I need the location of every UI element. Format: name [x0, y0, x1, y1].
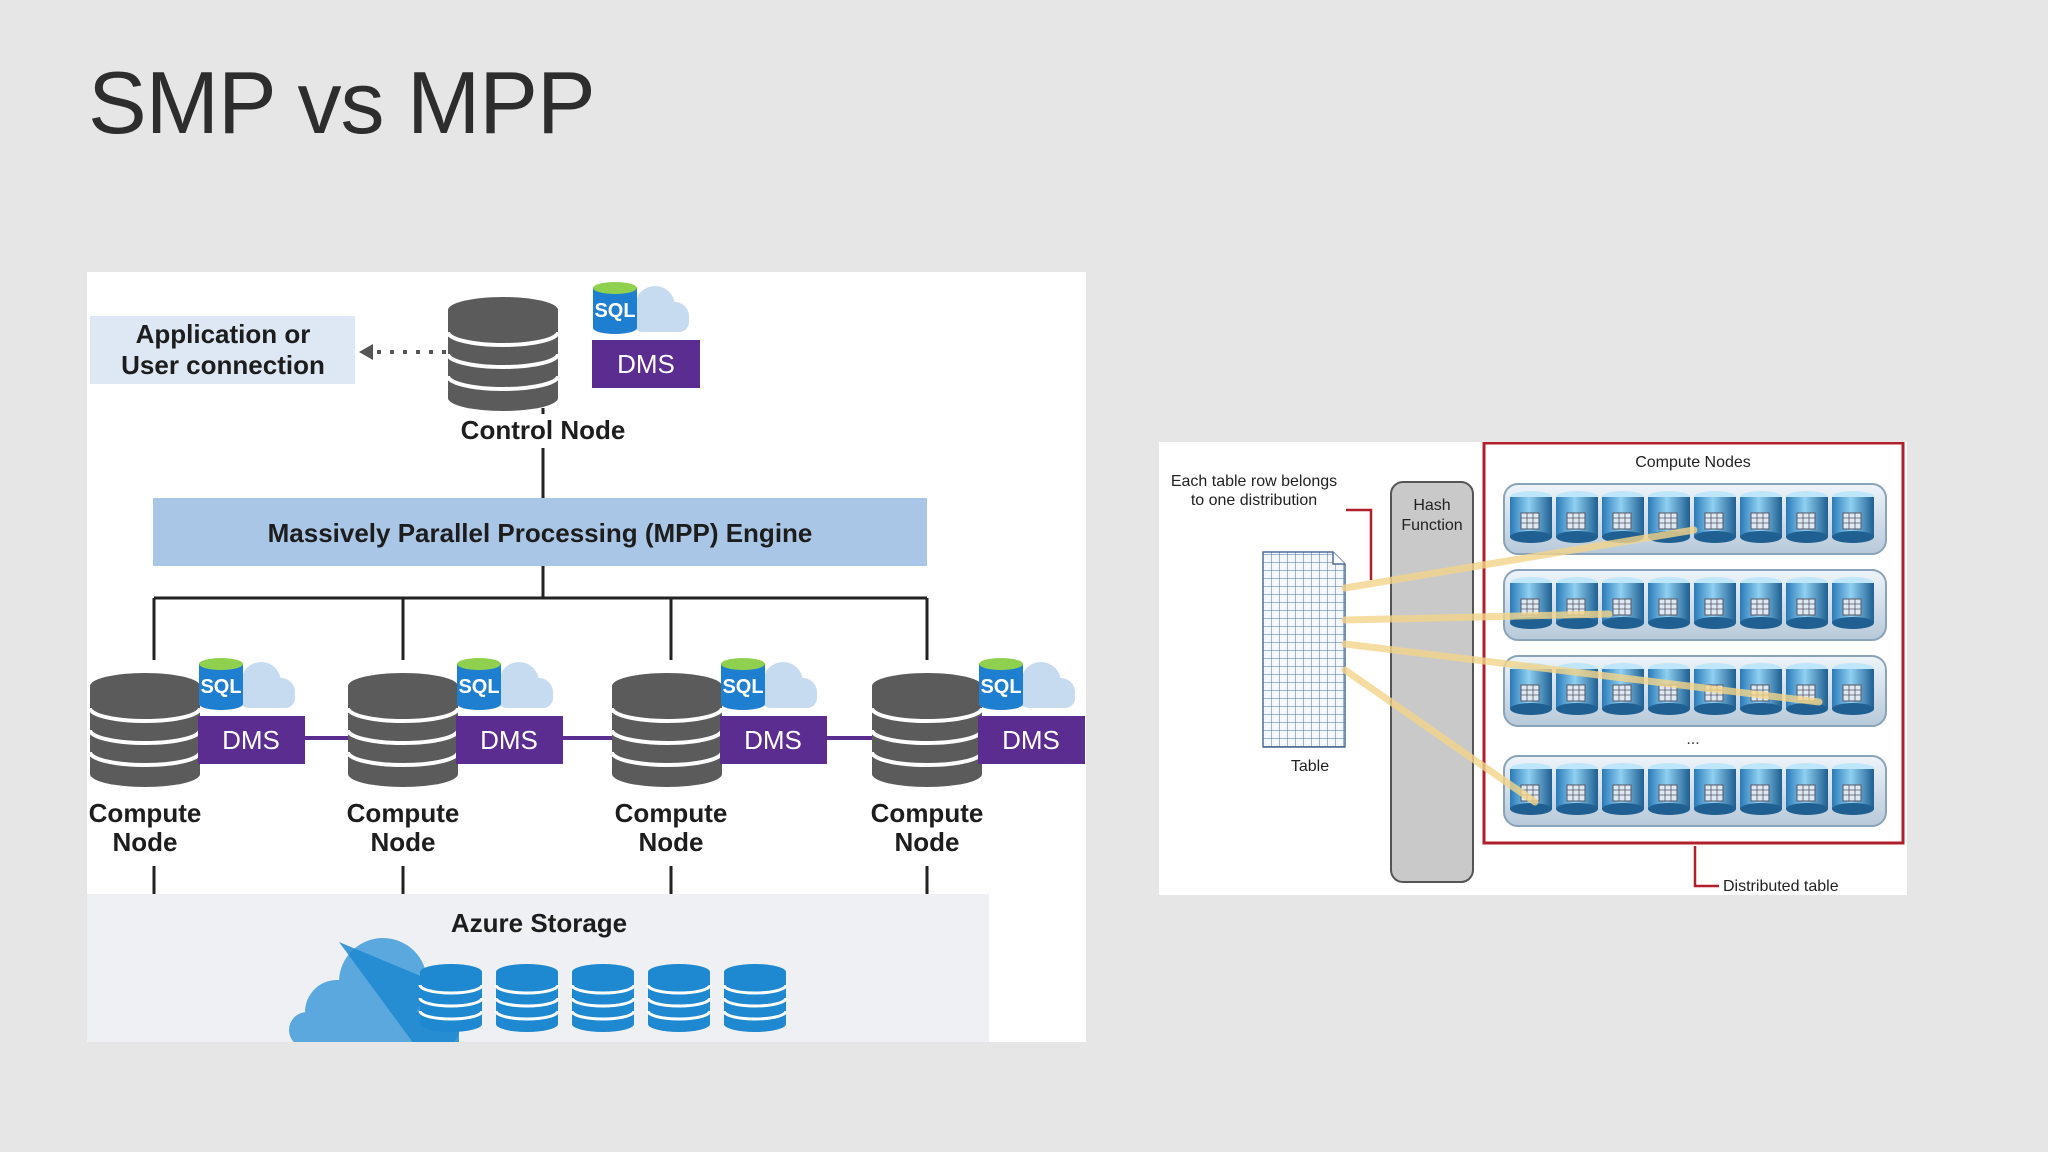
svg-text:Compute: Compute — [89, 798, 202, 828]
svg-text:DMS: DMS — [480, 725, 538, 755]
svg-text:DMS: DMS — [744, 725, 802, 755]
svg-text:DMS: DMS — [617, 349, 675, 379]
application-connection-box: Application or User connection — [90, 316, 355, 384]
svg-text:SQL: SQL — [458, 676, 499, 698]
svg-text:Massively Parallel Processing: Massively Parallel Processing (MPP) Engi… — [268, 518, 813, 548]
svg-text:Compute: Compute — [871, 798, 984, 828]
source-table: Table — [1262, 551, 1346, 775]
svg-text:to one distribution: to one distribution — [1191, 492, 1317, 509]
compute-node-2: SQL DMS Compute Node — [346, 658, 563, 857]
distributed-table-diagram: Each table row belongs to one distributi… — [1159, 441, 1907, 895]
svg-text:Application or: Application or — [136, 319, 311, 349]
distribution-row-3 — [1503, 655, 1887, 727]
control-node-label: Control Node — [461, 415, 626, 445]
dms-badge — [592, 340, 700, 388]
svg-text:...: ... — [1686, 731, 1699, 748]
svg-text:Compute Nodes: Compute Nodes — [1635, 454, 1751, 471]
svg-text:Table: Table — [1291, 758, 1329, 775]
svg-text:SQL: SQL — [980, 676, 1021, 698]
svg-text:Function: Function — [1401, 517, 1462, 534]
svg-text:User connection: User connection — [121, 350, 325, 380]
svg-text:SQL: SQL — [594, 300, 635, 322]
svg-text:Compute: Compute — [615, 798, 728, 828]
mpp-architecture-diagram: Application or User connection SQL DMS C… — [87, 272, 1086, 1048]
compute-node-1: SQL DMS Compute Node — [88, 658, 305, 857]
hash-function-column: Hash Function — [1390, 481, 1474, 883]
distribution-row-1 — [1503, 483, 1887, 555]
svg-text:Hash: Hash — [1413, 497, 1450, 514]
mpp-engine-bar: Massively Parallel Processing (MPP) Engi… — [153, 498, 927, 566]
compute-node-3: SQL DMS Compute Node — [610, 658, 827, 857]
svg-text:SQL: SQL — [722, 676, 763, 698]
distribution-row-4 — [1503, 755, 1887, 827]
svg-text:DMS: DMS — [1002, 725, 1060, 755]
storage-database-icons — [418, 962, 788, 1034]
control-node: SQL DMS Control Node — [446, 282, 700, 445]
slide-title: SMP vs MPP — [88, 53, 596, 152]
compute-node-4: SQL DMS Compute Node — [870, 658, 1085, 857]
distribution-row-2 — [1503, 569, 1887, 641]
azure-storage-area: Azure Storage — [87, 866, 989, 1048]
svg-text:Node: Node — [113, 827, 178, 857]
hash-beams — [1341, 526, 1823, 806]
svg-text:Azure Storage: Azure Storage — [451, 908, 627, 938]
svg-text:Node: Node — [639, 827, 704, 857]
svg-text:DMS: DMS — [222, 725, 280, 755]
svg-text:Node: Node — [895, 827, 960, 857]
compute-nodes-frame: Compute Nodes ... — [1482, 441, 1905, 845]
svg-text:SQL: SQL — [200, 676, 241, 698]
svg-text:Compute: Compute — [347, 798, 460, 828]
svg-text:Node: Node — [371, 827, 436, 857]
distribution-caption: Each table row belongs — [1171, 473, 1337, 490]
distributed-table-label: Distributed table — [1723, 878, 1839, 895]
